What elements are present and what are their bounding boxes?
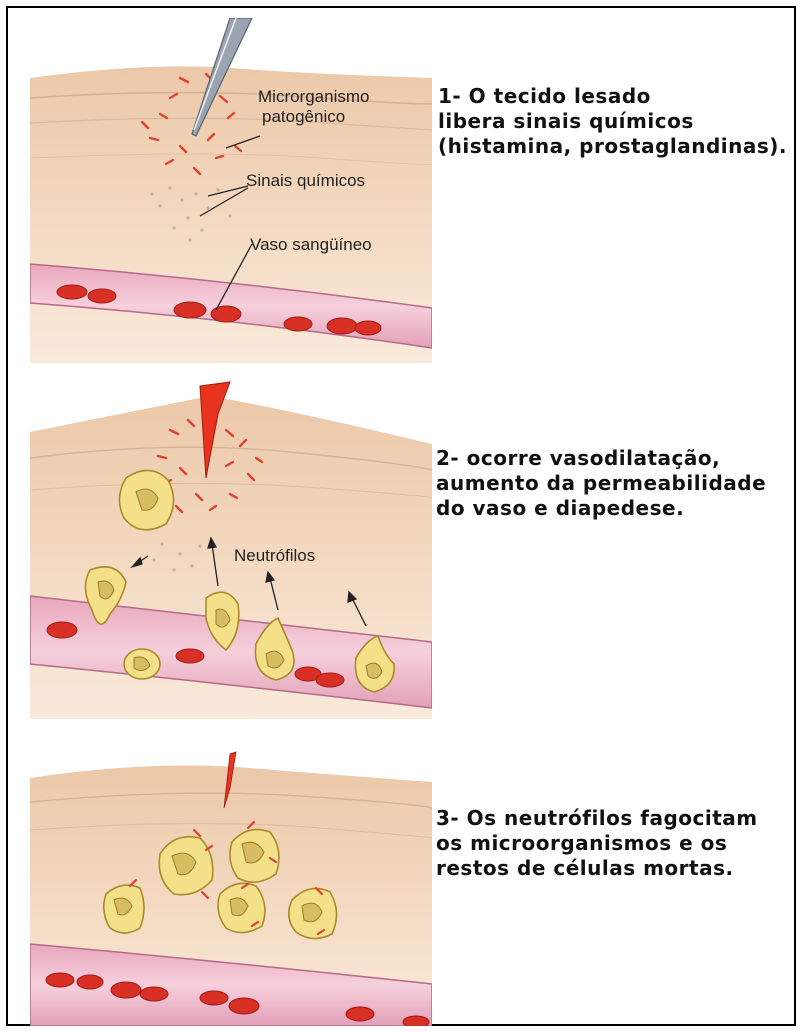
label-microorganism: Microrganismo patogênico (258, 87, 369, 127)
red-blood-cell (229, 998, 259, 1014)
red-blood-cell (46, 973, 74, 987)
red-blood-cell (327, 318, 357, 334)
red-blood-cell (211, 306, 241, 322)
step-1-text: 1- O tecido lesado libera sinais químico… (438, 84, 787, 159)
red-blood-cell (176, 649, 204, 663)
red-blood-cell (57, 285, 87, 299)
figure-frame: Microrganismo patogênico Sinais químicos… (6, 6, 796, 1026)
label-chemical-signals: Sinais químicos (246, 171, 365, 191)
label-blood-vessel: Vaso sangüíneo (250, 235, 372, 255)
panel-1-tissue-injury (30, 18, 432, 363)
red-blood-cell (174, 302, 206, 318)
label-neutrophils: Neutrófilos (234, 546, 315, 566)
red-blood-cell (200, 991, 228, 1005)
red-blood-cell (355, 321, 381, 335)
red-blood-cell (47, 622, 77, 638)
red-blood-cell (140, 987, 168, 1001)
step-2-text: 2- ocorre vasodilatação, aumento da perm… (436, 446, 766, 521)
panel-2-vasodilation (30, 374, 432, 719)
step-3-text: 3- Os neutrófilos fagocitam os microorga… (436, 806, 758, 881)
red-blood-cell (316, 673, 344, 687)
red-blood-cell (77, 975, 103, 989)
panel-3-phagocytosis (30, 738, 432, 1026)
red-blood-cell (284, 317, 312, 331)
red-blood-cell (88, 289, 116, 303)
red-blood-cell (346, 1007, 374, 1021)
red-blood-cell (403, 1016, 429, 1026)
red-blood-cell (111, 982, 141, 998)
